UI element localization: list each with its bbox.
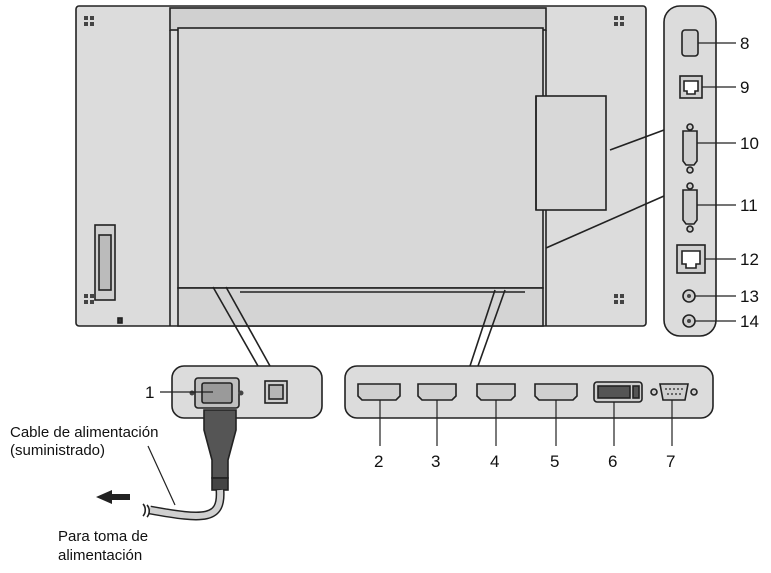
callout-5: 5 xyxy=(550,452,559,471)
ac-inlet xyxy=(189,377,244,409)
outlet-arrow-icon xyxy=(96,490,130,504)
callout-7: 7 xyxy=(666,452,675,471)
callout-9: 9 xyxy=(740,78,749,97)
monitor-rear-panel xyxy=(75,5,647,327)
callout-4: 4 xyxy=(490,452,499,471)
video-input-panel xyxy=(344,365,714,419)
rs232c-in-port xyxy=(682,123,698,174)
callout-2: 2 xyxy=(374,452,383,471)
outlet-label-line1: Para toma de xyxy=(58,528,148,545)
dvi-port xyxy=(593,381,643,403)
callout-8: 8 xyxy=(740,34,749,53)
callout-6: 6 xyxy=(608,452,617,471)
outlet-label-line2: alimentación xyxy=(58,547,142,564)
cable-label-line2: (suministrado) xyxy=(10,442,105,459)
callout-11: 11 xyxy=(740,196,758,215)
power-cable xyxy=(142,409,237,521)
vga-port xyxy=(650,383,698,401)
callout-3: 3 xyxy=(431,452,440,471)
power-inlet-panel xyxy=(171,365,323,419)
leader-lines xyxy=(147,42,736,506)
callout-1: 1 xyxy=(145,383,154,402)
callout-13: 13 xyxy=(740,287,759,306)
callout-14: 14 xyxy=(740,312,759,331)
lan-port-small xyxy=(679,75,703,99)
lan-port xyxy=(676,244,706,274)
usb-port xyxy=(681,29,699,57)
callout-12: 12 xyxy=(740,250,759,269)
rs232c-out-port xyxy=(682,182,698,233)
hdmi-port xyxy=(357,383,578,401)
zoom-lines xyxy=(212,129,665,367)
callout-10: 10 xyxy=(740,134,759,153)
cable-label-line1: Cable de alimentación xyxy=(10,424,158,441)
